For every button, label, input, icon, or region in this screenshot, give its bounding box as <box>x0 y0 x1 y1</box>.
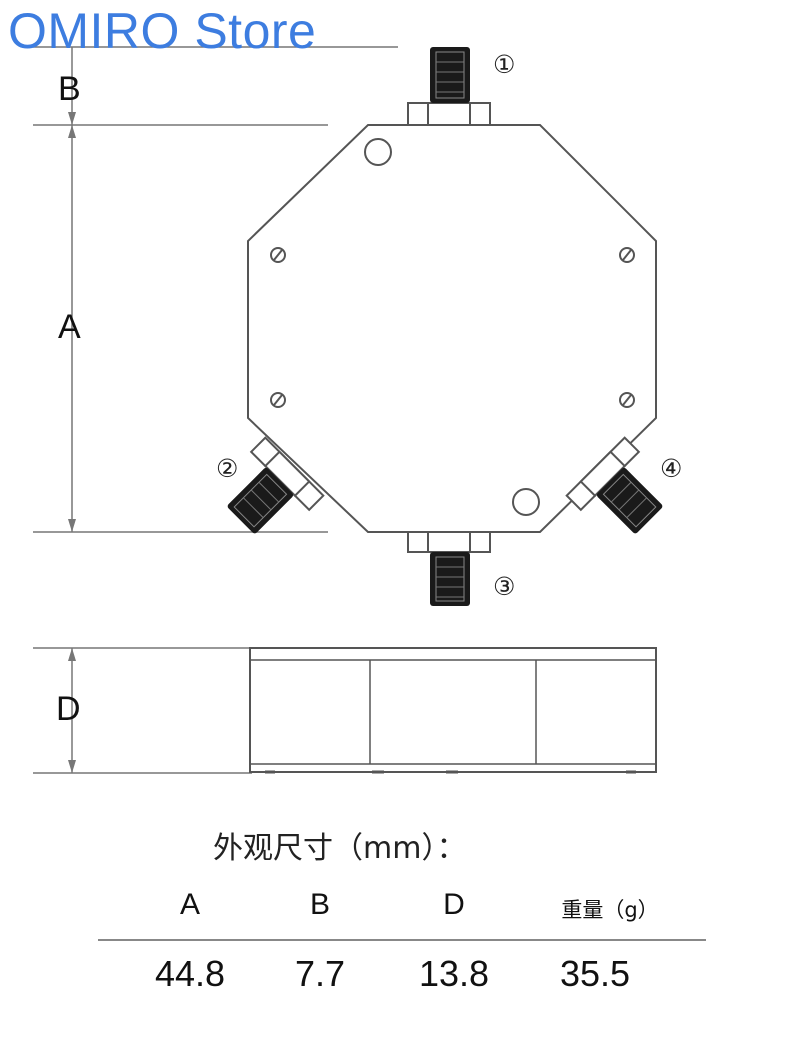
table-header-weight: 重量（g） <box>561 898 659 922</box>
connector-port-2 <box>227 436 325 534</box>
connector-port-1 <box>407 47 491 126</box>
dimension-label-b: B <box>58 70 81 108</box>
connector-port-3 <box>407 531 491 606</box>
table-value-b: 7.7 <box>294 953 346 994</box>
dimensions-caption: 外观尺寸（mm）： <box>213 831 467 866</box>
dimension-label-d: D <box>56 690 81 728</box>
port-label-4: ④ <box>660 454 683 483</box>
table-value-weight: 35.5 <box>559 953 631 994</box>
table-value-a: 44.8 <box>154 953 226 994</box>
mounting-hole-top-left <box>364 138 392 166</box>
table-header-a: A <box>179 888 200 921</box>
dimension-arrows <box>68 112 76 773</box>
store-watermark: OMIRO Store <box>8 3 317 59</box>
mounting-hole-bottom-right <box>512 488 540 516</box>
table-header-b: B <box>309 888 330 921</box>
side-view <box>249 647 657 774</box>
dimension-lines <box>33 46 398 774</box>
port-label-1: ① <box>493 50 516 79</box>
port-label-2: ② <box>216 454 239 483</box>
screws <box>270 247 635 408</box>
table-header-d: D <box>443 888 465 921</box>
table-value-d: 13.8 <box>418 953 490 994</box>
port-label-3: ③ <box>493 572 516 601</box>
connector-port-4 <box>565 436 663 534</box>
octagon-body <box>247 124 657 533</box>
dimension-label-a: A <box>58 308 81 346</box>
